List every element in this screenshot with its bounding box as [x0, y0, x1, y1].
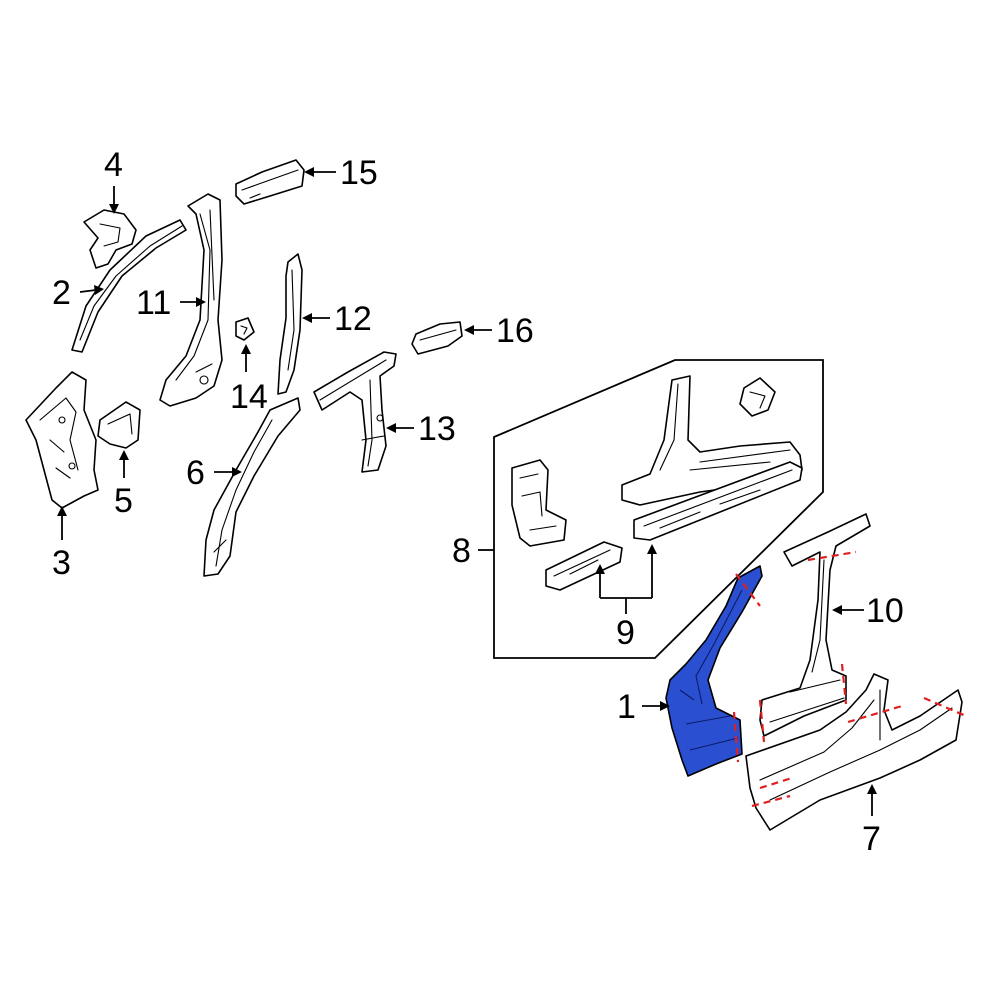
callout-3: 3	[52, 544, 71, 582]
callout-labels: 1 2 3 4 5 6 7 8 9 10 11 12 13 14 15 16	[52, 146, 904, 858]
callout-10: 10	[866, 592, 904, 630]
part-9-rail-short[interactable]	[545, 541, 623, 591]
callout-16: 16	[496, 312, 534, 350]
part-7-rocker-outer[interactable]	[745, 673, 963, 831]
callout-8: 8	[452, 532, 471, 570]
callout-1: 1	[617, 688, 636, 726]
part-14-plate[interactable]	[235, 317, 255, 341]
cut-lines	[732, 550, 967, 808]
callout-9: 9	[616, 614, 635, 652]
callout-13: 13	[418, 410, 456, 448]
part-8-rocker-inner[interactable]	[621, 375, 803, 506]
part-8-group-box	[493, 359, 824, 659]
part-11-b-pillar-inner[interactable]	[159, 193, 223, 407]
callout-5: 5	[114, 482, 133, 520]
callout-4: 4	[104, 146, 123, 184]
part-4-bracket[interactable]	[83, 209, 137, 269]
part-9-rail-long[interactable]	[633, 461, 803, 541]
callout-12: 12	[334, 300, 372, 338]
part-3-hinge-pillar-inner[interactable]	[25, 371, 99, 509]
part-13-pillar[interactable]	[313, 351, 397, 473]
callout-15: 15	[340, 154, 378, 192]
part-2-roof-rail[interactable]	[71, 219, 187, 353]
part-15-roof-rail-front[interactable]	[235, 159, 305, 205]
callout-2: 2	[52, 274, 71, 312]
part-1-hinge-pillar-outer[interactable]	[665, 565, 763, 777]
part-16-bracket[interactable]	[411, 321, 463, 355]
part-5-bracket[interactable]	[97, 401, 141, 449]
part-12-b-pillar-reinforcement[interactable]	[277, 253, 303, 395]
leaders	[57, 167, 877, 816]
part-6-windshield-pillar[interactable]	[203, 397, 301, 577]
callout-11: 11	[136, 284, 171, 322]
part-8-bracket[interactable]	[739, 377, 776, 417]
callout-14: 14	[230, 378, 268, 416]
part-10-b-pillar-outer[interactable]	[759, 513, 871, 737]
callout-6: 6	[186, 454, 205, 492]
part-8-pillar-reinforcement[interactable]	[511, 459, 567, 547]
callout-7: 7	[862, 820, 881, 858]
